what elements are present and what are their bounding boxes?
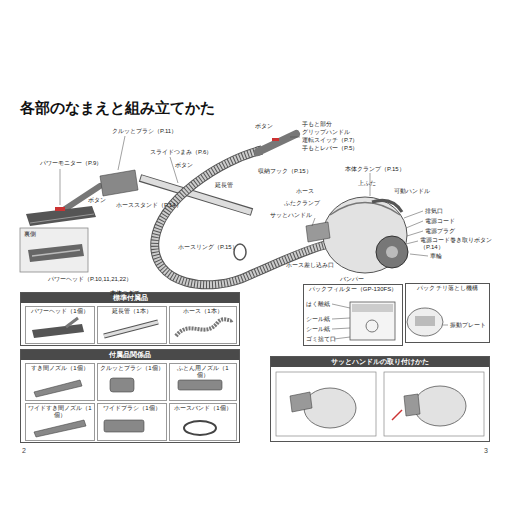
brush-strip (32, 250, 80, 256)
panel-heading: サッとハンドルの取り付けかた (271, 357, 489, 367)
step-frame (384, 372, 484, 436)
step-frame (276, 372, 376, 436)
item-name: パックフィルター（GP-130FS） (304, 285, 402, 294)
page-number: 3 (484, 447, 488, 455)
part-label: ホーススタンド（P.14） (116, 202, 182, 209)
part-label: ボタン (255, 123, 273, 130)
item-cell: ワイドすき間ノズル（1個） (25, 403, 95, 441)
item-name: 延長管（1本） (98, 307, 166, 316)
part-label: パワーモニター（P.9） (40, 160, 102, 167)
inset-frame (20, 228, 88, 272)
item-cell: すき間ノズル（1個） (25, 363, 95, 401)
item-cell: ホース（1本） (169, 306, 237, 344)
panel: サッとハンドルの取り付けかた (270, 356, 490, 442)
part-label: 振動プレート (450, 322, 486, 329)
item-cell: クルッとブラシ（1個） (97, 363, 167, 401)
part-label: 電源コード (425, 218, 455, 225)
leader-lines (60, 136, 448, 339)
item-name: ワイドブラシ（1個） (98, 404, 166, 413)
step-arrow (392, 410, 402, 420)
carry-handle (372, 200, 402, 212)
accessory-icon (104, 322, 158, 336)
wheel (376, 236, 408, 268)
part-label: ふたクランプ (284, 200, 320, 207)
page-number: 2 (22, 447, 26, 455)
accessory-icon (176, 319, 232, 336)
part-label: 電源コード巻き取りボタン（P.14） (420, 237, 500, 251)
part-label: 排気口 (425, 208, 443, 215)
item-name: ホースバンド（1個） (170, 404, 236, 413)
accessory-icon (104, 322, 158, 336)
part-label: サッとハンドル (270, 212, 312, 219)
panel: 付属品関係品すき間ノズル（1個） クルッとブラシ（1個） ふとん用ノズル（1個） ワイ… (20, 349, 240, 443)
part-label: バンパー (340, 276, 364, 283)
item-cell: 延長管（1本） (97, 306, 167, 344)
canister-body (323, 197, 407, 273)
part-label: シール紙 (306, 326, 330, 333)
item-cell: パワーヘッド（1個） (25, 306, 95, 344)
part-label: 本体つぎて (110, 290, 140, 297)
vibration-pack (407, 308, 443, 336)
item-cell: ふとん用ノズル（1個） (169, 363, 237, 401)
part-label: シール紙 (306, 316, 330, 323)
part-label: 電源プラグ (425, 228, 455, 235)
part-label: 裏側 (24, 231, 36, 238)
panel: 標準付属品パワーヘッド（1個）延長管（1本）ホース（1本） (20, 292, 240, 346)
part-label: ボタン (88, 197, 106, 204)
panel-heading: 付属品関係品 (21, 350, 239, 360)
quick-handle (306, 222, 330, 242)
pack-opening (366, 320, 378, 332)
power-head (26, 206, 96, 226)
step-handle (290, 392, 312, 412)
item-name: パック チリ落とし機構 (406, 284, 489, 293)
callout-box: パック チリ落とし機構 (405, 283, 490, 343)
item-name: パワーヘッド（1個） (26, 307, 94, 316)
wheel-hub (386, 246, 398, 258)
switch (272, 138, 279, 141)
power-head-brush (30, 214, 94, 223)
part-label: 手もと部分 (302, 121, 332, 128)
part-label: クルッとブラシ（P.11） (112, 128, 177, 135)
part-label: 車輪 (430, 253, 442, 260)
power-monitor (55, 207, 65, 211)
item-name: すき間ノズル（1個） (26, 364, 94, 373)
item-cell: ホースバンド（1個） (169, 403, 237, 441)
part-label: はく離紙 (306, 301, 330, 308)
item-name: ワイドすき間ノズル（1個） (26, 404, 94, 420)
part-label: 運転スイッチ（P.7） (302, 137, 358, 144)
part-label: 収納フック（P.15） (258, 168, 312, 175)
accessory-icon (32, 324, 84, 338)
part-label: 可動ハンドル (394, 188, 430, 195)
page-title: 各部のなまえと組み立てかた (20, 99, 215, 118)
part-label: ホース差し込み口 (286, 262, 334, 269)
part-label: 上ふた (358, 180, 376, 187)
item-name: ホース（1本） (170, 307, 236, 316)
part-label: 手もとレバー（P.5） (302, 145, 358, 152)
part-label: パワーヘッド（P.10,11,21,22） (48, 276, 132, 283)
step-body (414, 386, 466, 426)
part-label: スライドつまみ（P.6） (150, 149, 212, 156)
grip-handle (258, 134, 296, 152)
part-label: ホースリング（P.15） (178, 244, 238, 251)
part-label: ボタン (175, 162, 193, 169)
vibration-plate (415, 316, 435, 326)
item-name: クルッとブラシ（1個） (98, 364, 166, 373)
part-label: 延長管 (215, 182, 233, 189)
nozzle-back (28, 244, 84, 262)
item-cell: ワイドブラシ（1個） (97, 403, 167, 441)
lid (330, 203, 400, 216)
part-label: 本体クランプ（P.15） (345, 166, 405, 173)
step-handle (404, 394, 420, 416)
part-label: ホース (296, 188, 314, 195)
pack-filter (350, 302, 395, 340)
pack-seal (352, 304, 393, 312)
brush-joint (100, 170, 138, 196)
part-label: グリップハンドル (302, 129, 350, 136)
part-label: ゴミ捨て口 (306, 336, 336, 343)
accessory-icon (66, 318, 78, 327)
item-name: ふとん用ノズル（1個） (170, 364, 236, 380)
